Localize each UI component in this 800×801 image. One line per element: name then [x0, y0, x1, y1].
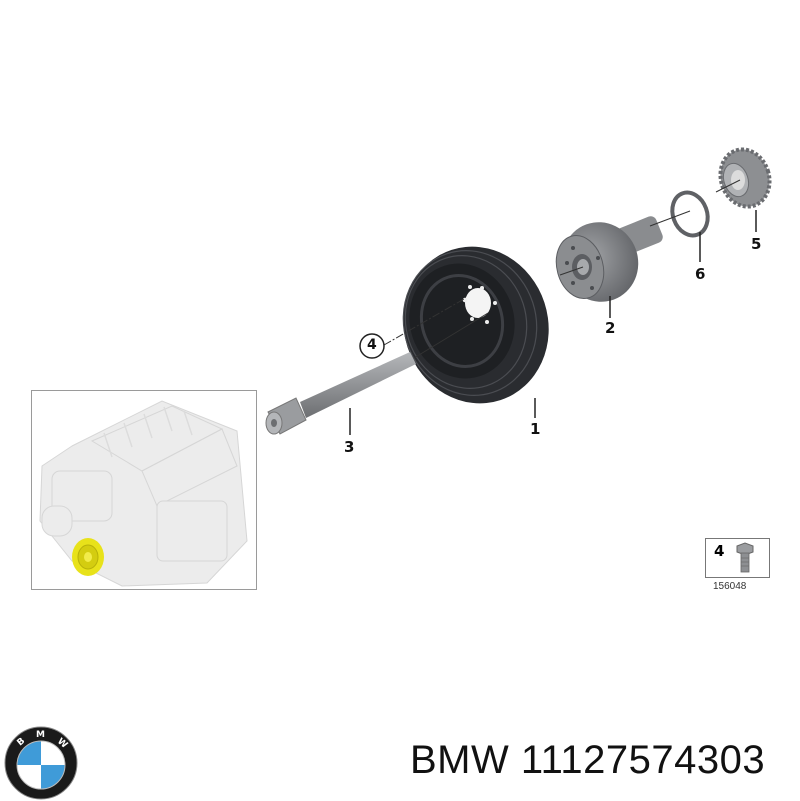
callout-2[interactable]: 2	[605, 319, 616, 337]
legend-code: 156048	[713, 581, 747, 592]
sprocket-part[interactable]	[713, 143, 777, 213]
legend-number: 4	[714, 542, 725, 560]
callout-3[interactable]: 3	[344, 438, 355, 456]
washer-part[interactable]	[667, 188, 714, 241]
callout-5[interactable]: 5	[751, 235, 762, 253]
assembly-lines	[383, 179, 741, 359]
callout-6[interactable]: 6	[695, 265, 706, 283]
leader-lines	[349, 210, 757, 435]
logo-letter-b: B	[16, 736, 28, 748]
logo-letter-m: M	[36, 730, 45, 740]
exploded-parts-diagram	[265, 143, 777, 435]
callout-4-circle	[359, 333, 385, 359]
pulley-part[interactable]	[383, 228, 569, 423]
bmw-logo-icon: B M W	[4, 726, 78, 800]
part-number-title: BMW 11127574303	[410, 738, 766, 782]
bolt-icon	[736, 542, 754, 573]
hub-part[interactable]	[550, 211, 665, 312]
callout-1[interactable]: 1	[530, 420, 541, 438]
central-bolt-part[interactable]	[265, 352, 416, 435]
callout-4[interactable]: 4	[367, 337, 377, 353]
engine-location-inset	[31, 390, 257, 590]
engine-illustration	[39, 400, 248, 587]
part-legend-box: 4	[705, 538, 770, 578]
highlighted-pulley-location	[72, 538, 104, 576]
